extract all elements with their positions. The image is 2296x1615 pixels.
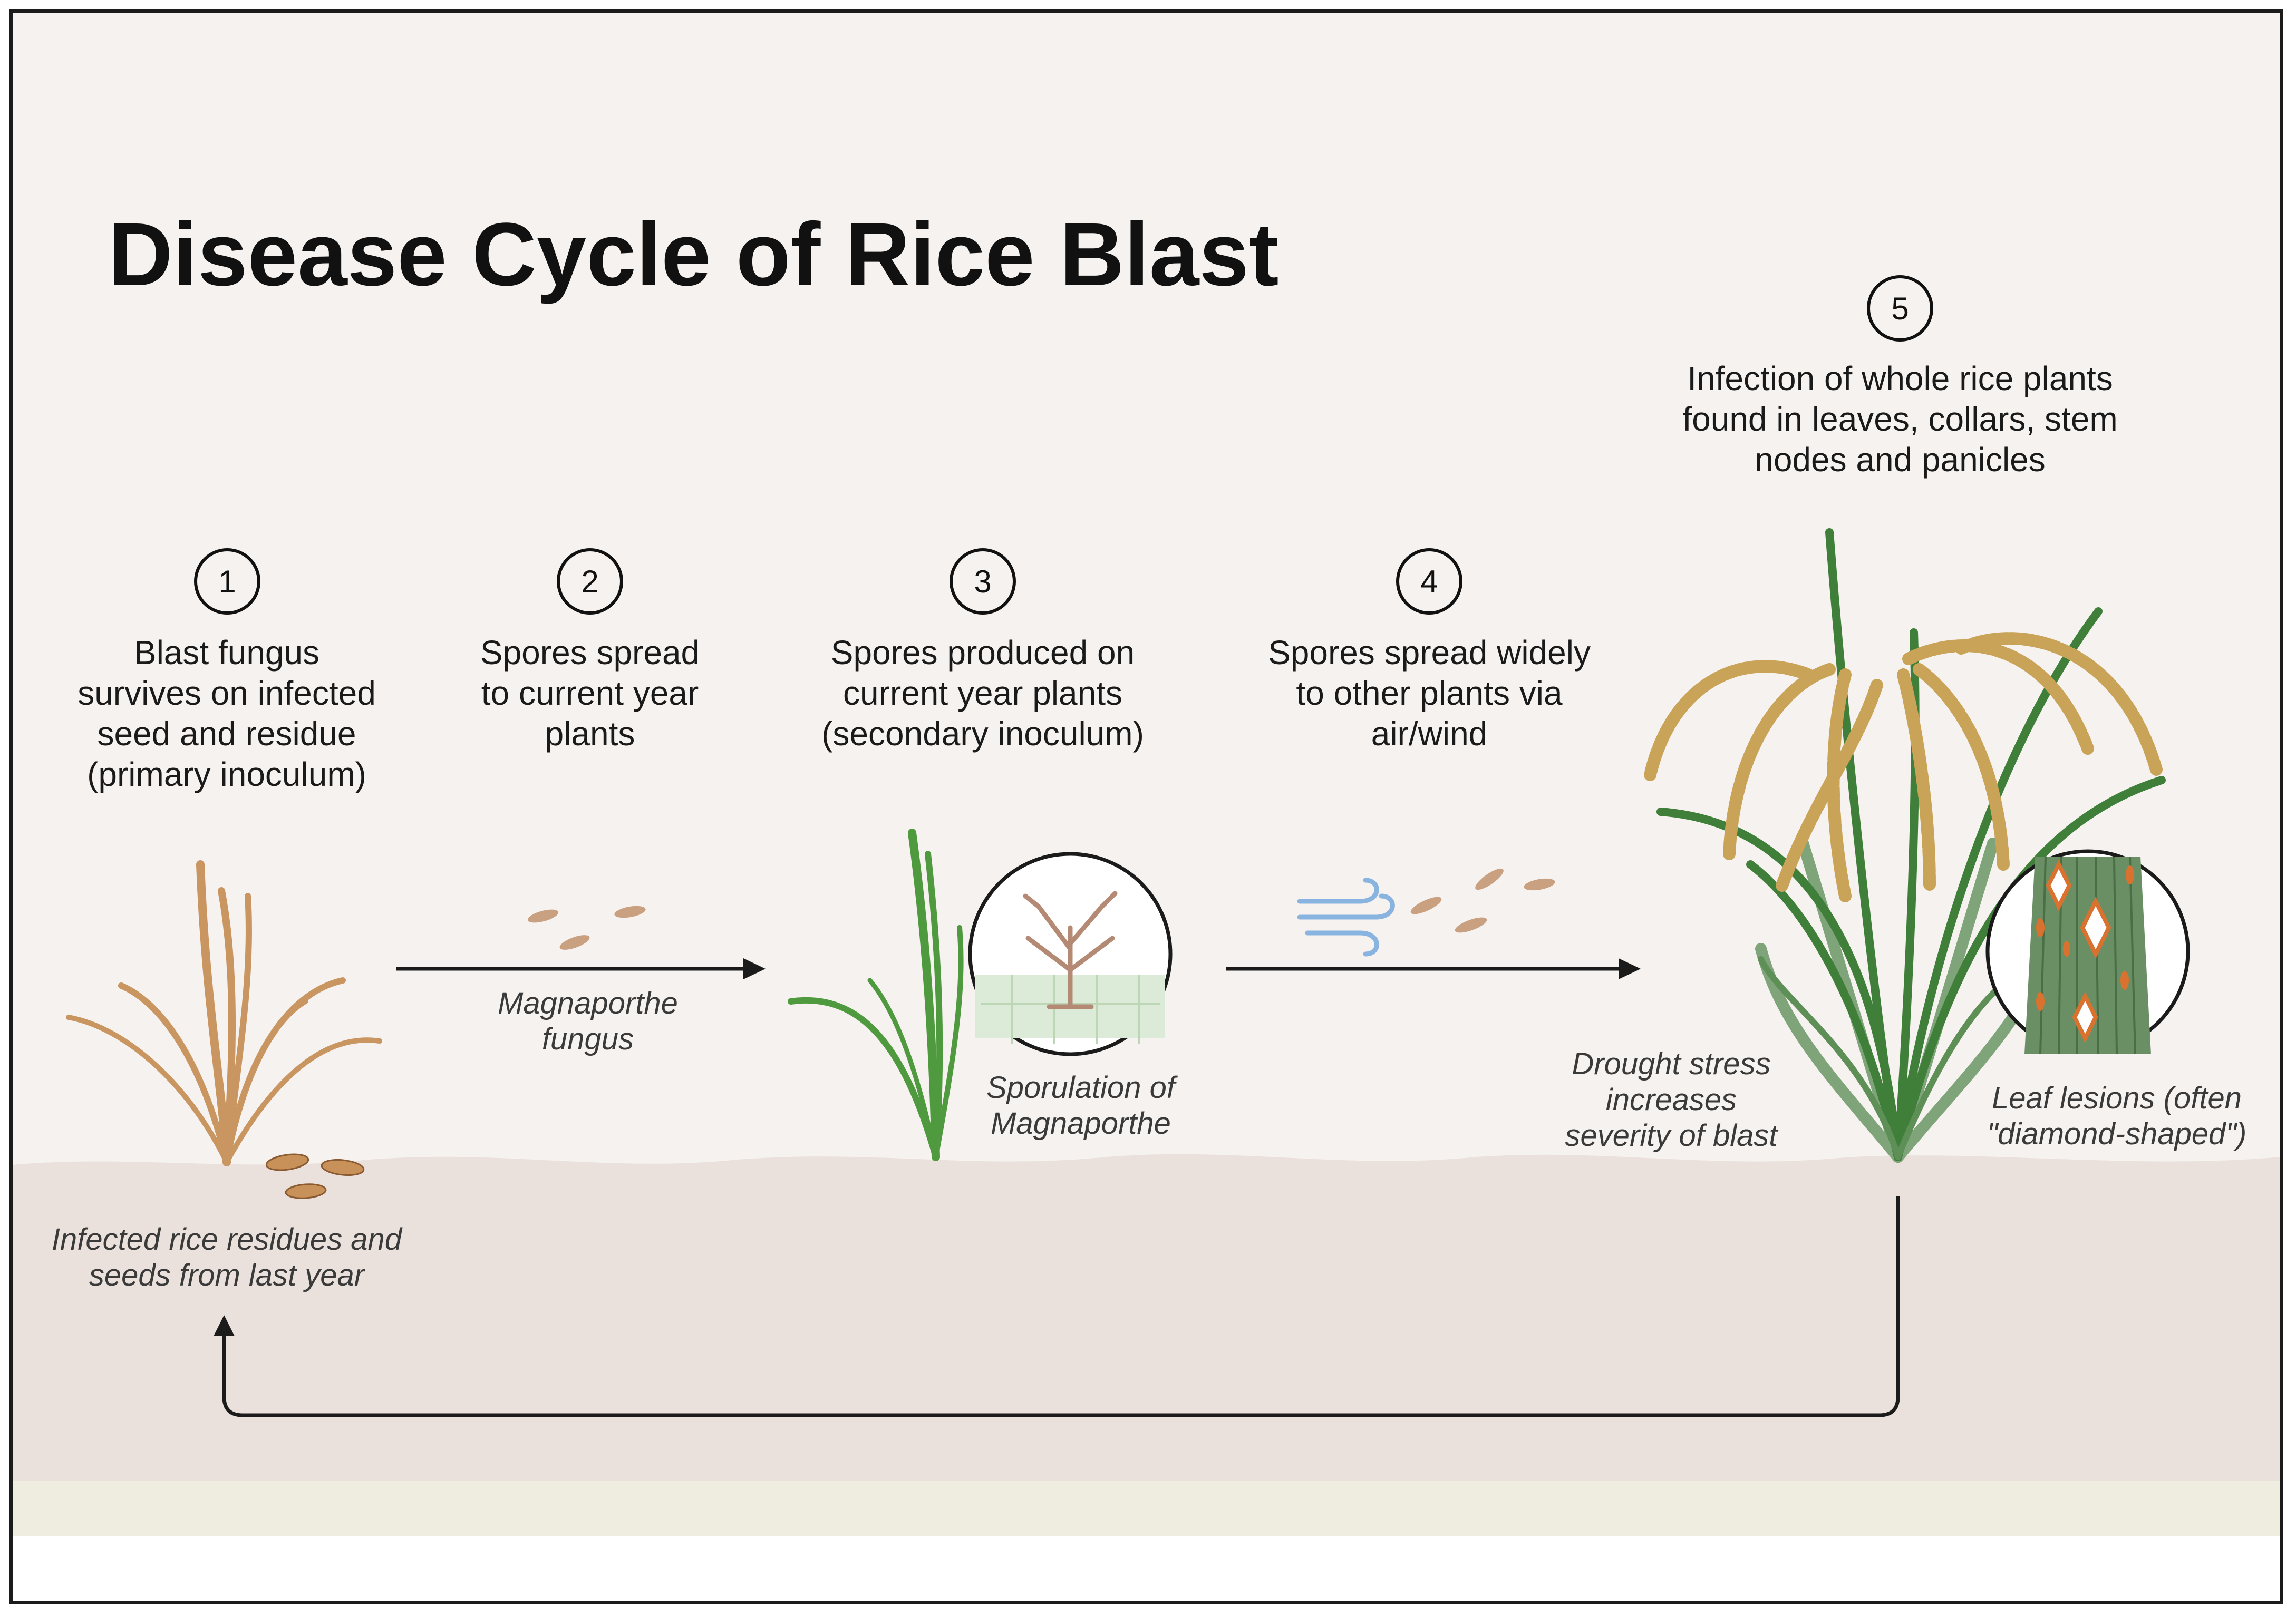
soil	[13, 1154, 2280, 1481]
arrow-step2	[396, 958, 766, 979]
step-4-badge: 4	[1396, 548, 1462, 615]
wind-icon	[1297, 878, 1395, 957]
dead-rice-plant	[66, 860, 382, 1166]
infected-seeds	[265, 1153, 365, 1199]
step-1-badge: 1	[194, 548, 260, 615]
spores-step2	[527, 906, 646, 950]
page-title: Disease Cycle of Rice Blast	[108, 205, 1279, 305]
leaf-lesions-label: Leaf lesions (often "diamond-shaped")	[1987, 1081, 2247, 1151]
young-green-plant	[788, 829, 964, 1161]
step-3-text: Spores produced on current year plants (…	[821, 634, 1144, 753]
step-5-badge: 5	[1867, 275, 1933, 342]
spores-step4	[1410, 868, 1555, 933]
step-3-badge: 3	[950, 548, 1016, 615]
residues-label: Infected rice residues and seeds from la…	[51, 1222, 402, 1292]
magnaporthe-fungus-label: Magnaporthe fungus	[498, 986, 678, 1056]
step-5-text: Infection of whole rice plants found in …	[1682, 359, 2118, 479]
lesion-inset	[1985, 849, 2190, 1055]
sporulation-label: Sporulation of Magnaporthe	[986, 1071, 1175, 1141]
step-2-text: Spores spread to current year plants	[480, 634, 700, 753]
arrow-step4	[1226, 958, 1641, 979]
mature-rice-plant	[1656, 528, 2166, 1163]
return-arrow	[214, 1196, 1900, 1417]
step-2-badge: 2	[557, 548, 623, 615]
step-1-text: Blast fungus survives on infected seed a…	[77, 634, 376, 793]
sporulation-inset	[968, 852, 1173, 1056]
step-4-text: Spores spread widely to other plants via…	[1268, 634, 1591, 753]
panicles	[1644, 632, 2163, 902]
subsoil-band	[13, 1481, 2280, 1536]
drought-stress-label: Drought stress increases severity of bla…	[1565, 1047, 1778, 1153]
